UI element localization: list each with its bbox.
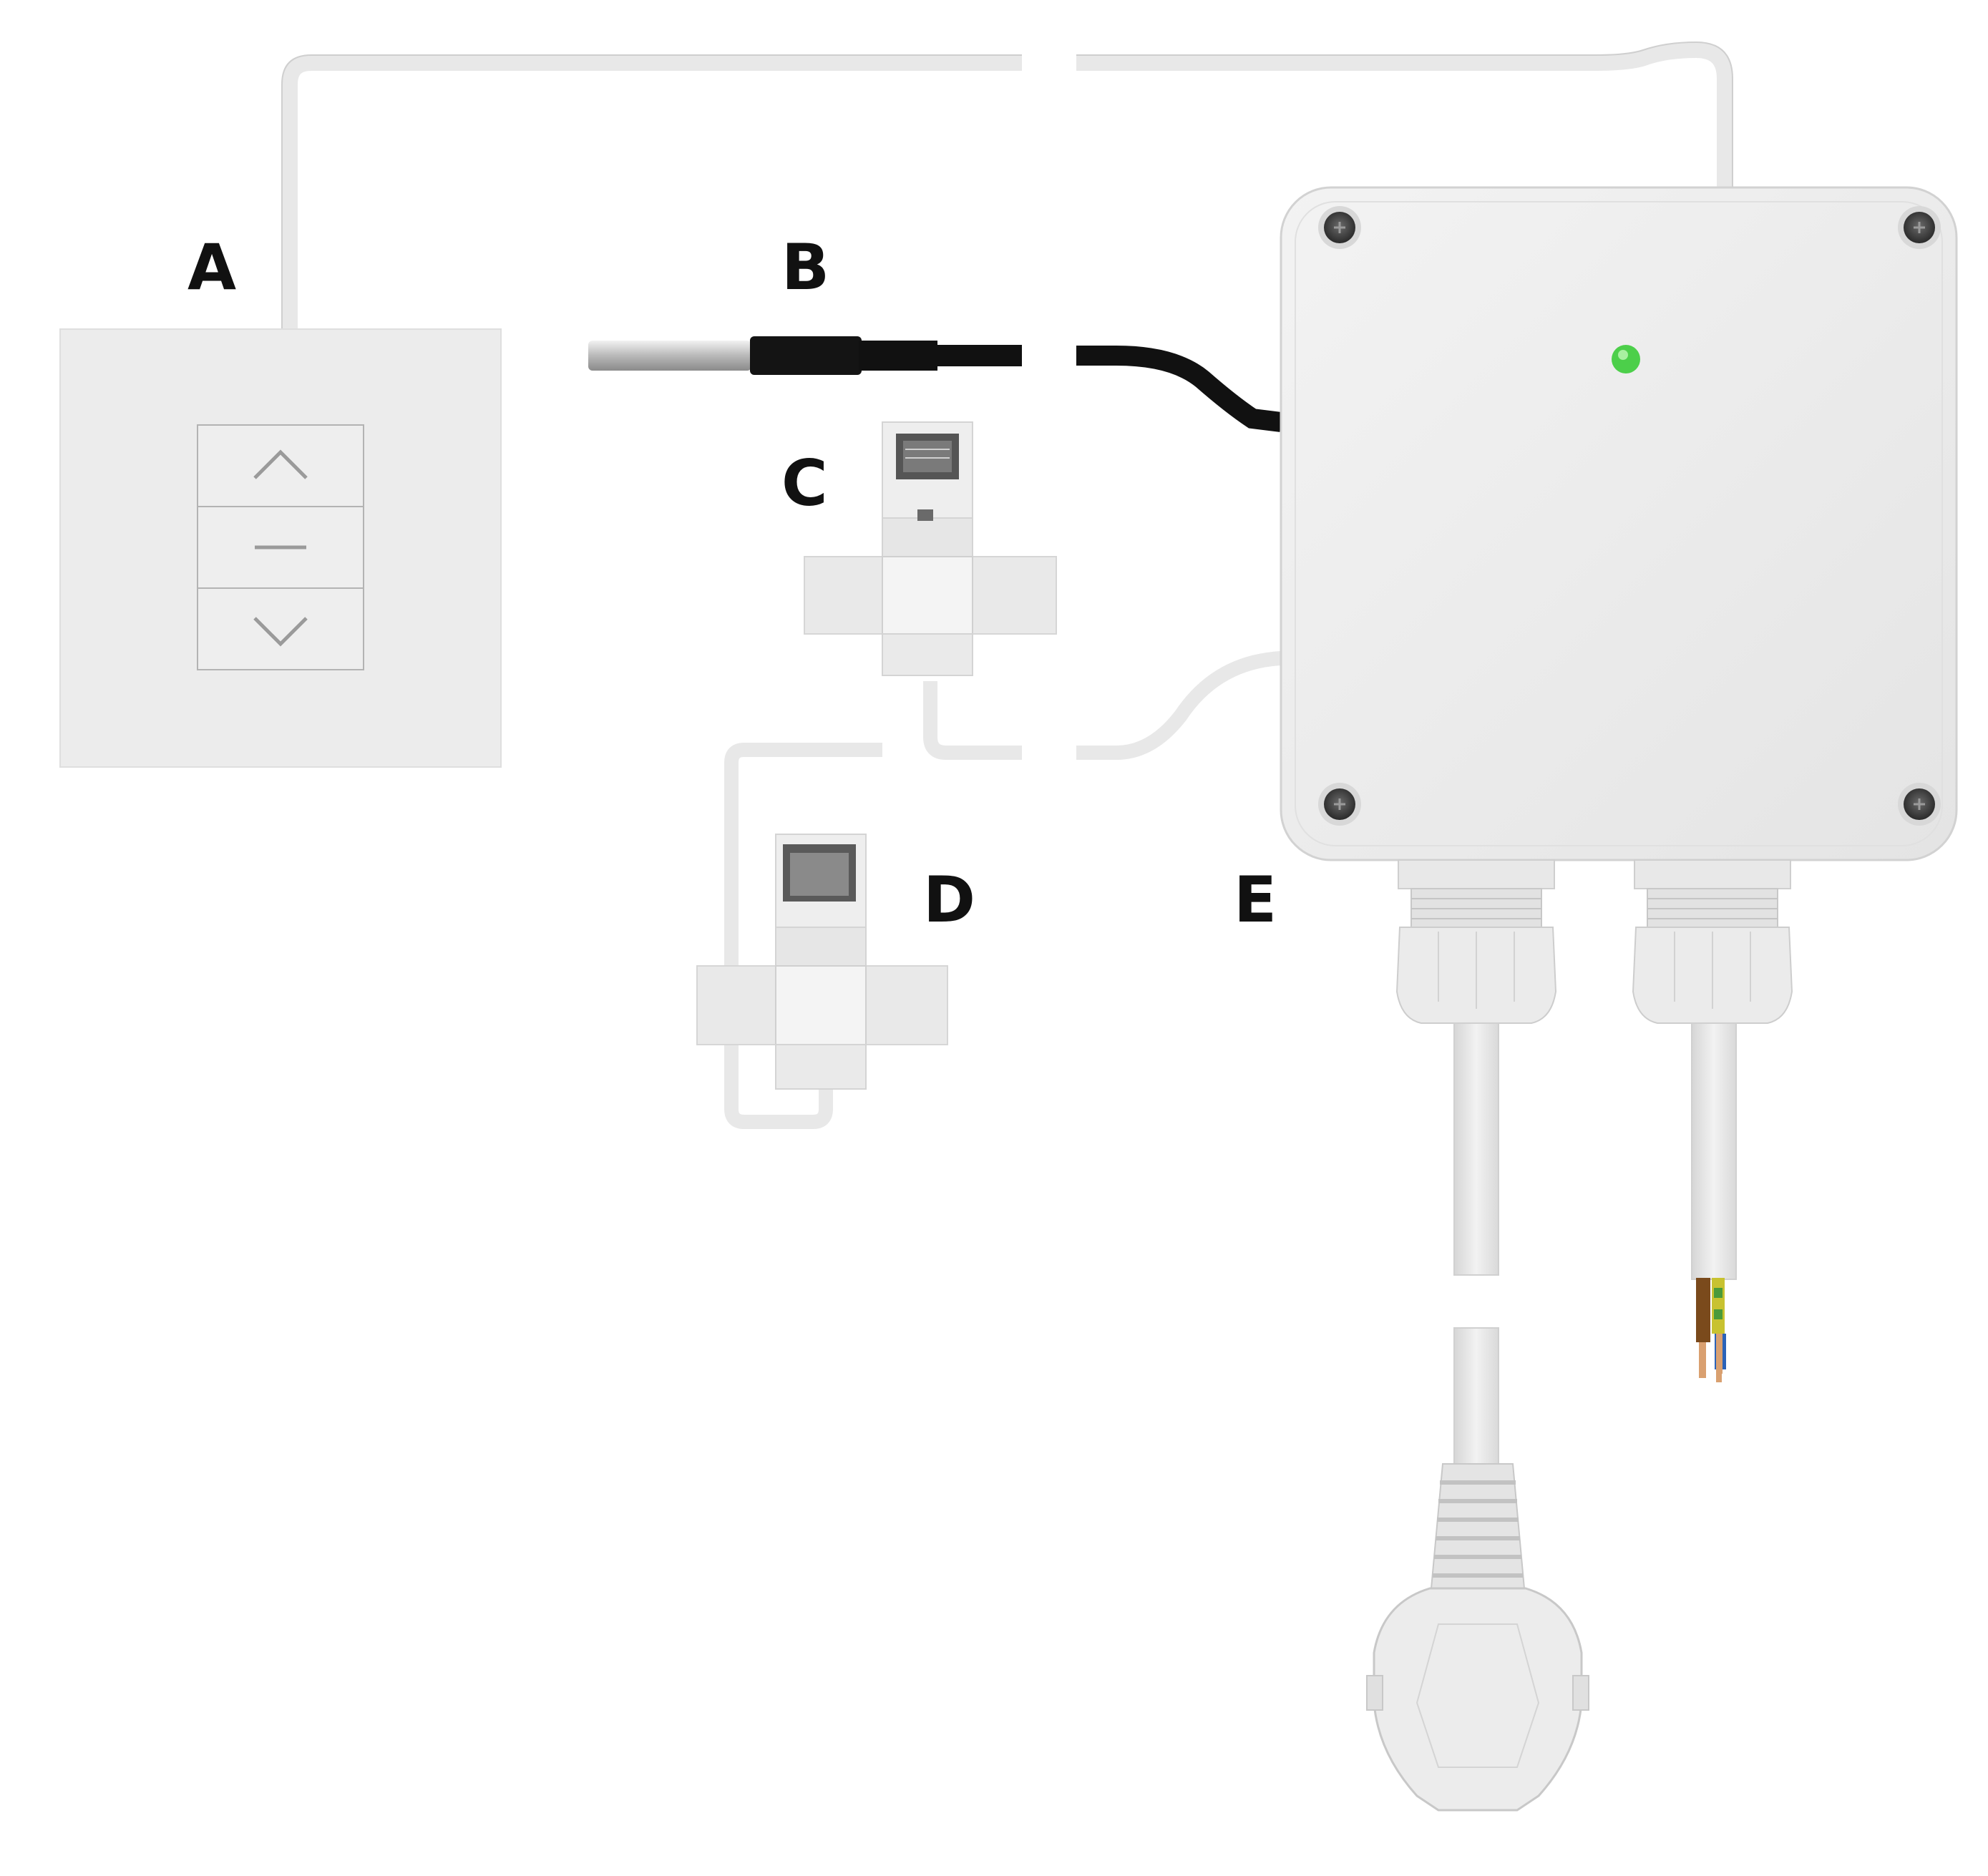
- sensor-sleeve: [750, 336, 862, 375]
- chevron-down-icon: [253, 617, 308, 647]
- current-clamp-c: [804, 421, 1057, 676]
- cable-switch-to-box: [282, 41, 1733, 331]
- switch-button-up[interactable]: [197, 424, 364, 507]
- label-a: A: [187, 230, 236, 304]
- wire-copper: [1699, 1342, 1706, 1378]
- sensor-cable: [1076, 346, 1282, 432]
- wall-switch: [59, 328, 502, 768]
- current-clamp-d: [696, 834, 948, 1090]
- control-box: [1280, 186, 1958, 861]
- temperature-sensor: [588, 336, 1282, 432]
- label-d: D: [923, 863, 975, 937]
- cable-switch-to-box-outline: [281, 41, 1733, 331]
- switch-button-down[interactable]: [197, 587, 364, 670]
- wire-yellow-green: [1712, 1278, 1725, 1334]
- cable-gland-left: [1395, 859, 1557, 1024]
- label-b: B: [781, 230, 829, 304]
- cable-gland-right: [1632, 859, 1793, 1024]
- label-e: E: [1234, 863, 1277, 937]
- led-icon: [1612, 345, 1640, 373]
- output-cable: [1691, 1022, 1737, 1382]
- power-cable: [1453, 1022, 1499, 1465]
- wire-brown: [1696, 1278, 1710, 1342]
- cable-clamp-c-to-box: [923, 651, 1282, 760]
- cable-clamp-d-loop: [724, 743, 882, 1129]
- sensor-probe: [588, 341, 751, 371]
- chevron-up-icon: [253, 449, 308, 479]
- label-c: C: [781, 446, 828, 520]
- schuko-plug-icon: [1366, 1463, 1589, 1812]
